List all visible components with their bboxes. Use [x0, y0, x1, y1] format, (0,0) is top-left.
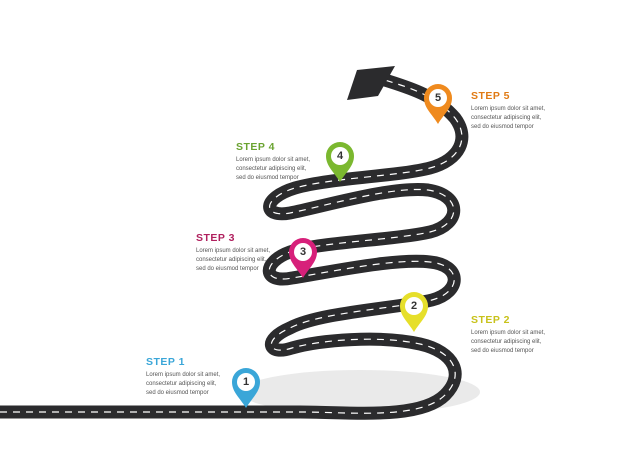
step-1-block: STEP 1 Lorem ipsum dolor sit amet, conse…: [146, 356, 266, 398]
step-description: Lorem ipsum dolor sit amet, consectetur …: [196, 248, 271, 272]
pin-number: 1: [243, 376, 249, 388]
step-4-block: STEP 4 Lorem ipsum dolor sit amet, conse…: [236, 141, 356, 183]
pin-number: 2: [411, 300, 417, 312]
step-description: Lorem ipsum dolor sit amet, consectetur …: [236, 157, 311, 181]
pin-step-4[interactable]: 4: [326, 142, 354, 182]
step-title: STEP 5: [471, 90, 510, 102]
arrow-head-icon: [347, 66, 395, 100]
step-3-block: STEP 3 Lorem ipsum dolor sit amet, conse…: [196, 232, 316, 274]
step-title: STEP 1: [146, 356, 185, 368]
step-description: Lorem ipsum dolor sit amet, consectetur …: [146, 372, 221, 396]
winding-road: [0, 73, 469, 420]
pin-step-1[interactable]: 1: [232, 368, 260, 408]
step-title: STEP 4: [236, 141, 275, 153]
step-description: Lorem ipsum dolor sit amet, consectetur …: [471, 330, 546, 354]
step-description: Lorem ipsum dolor sit amet, consectetur …: [471, 106, 546, 130]
pin-step-3[interactable]: 3: [289, 238, 317, 278]
step-title: STEP 3: [196, 232, 235, 244]
pin-step-5[interactable]: 5: [424, 84, 452, 124]
step-5-block: STEP 5 Lorem ipsum dolor sit amet, conse…: [471, 90, 591, 132]
pin-number: 4: [337, 150, 344, 162]
pin-step-2[interactable]: 2: [400, 292, 428, 332]
step-2-block: STEP 2 Lorem ipsum dolor sit amet, conse…: [471, 314, 591, 356]
step-title: STEP 2: [471, 314, 510, 326]
pin-number: 3: [300, 246, 306, 258]
pin-number: 5: [435, 92, 441, 104]
